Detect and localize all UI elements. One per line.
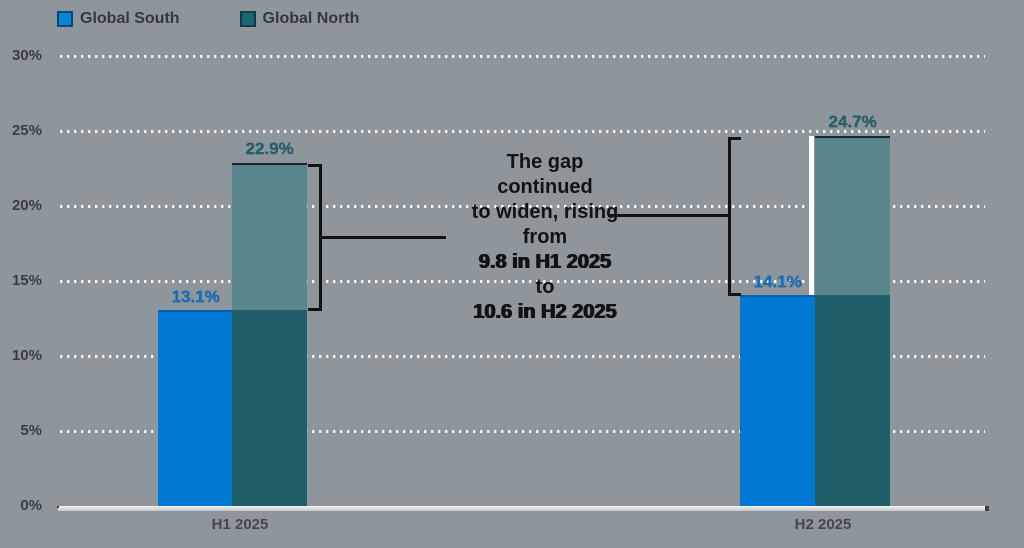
y-axis-label-0: 0% [20, 497, 42, 514]
x-axis-start-tick [57, 506, 59, 508]
bar-north-upper-segment [815, 135, 890, 295]
gap-bracket-h1-2025-top-arm [308, 163, 322, 167]
annotation-line: continued [497, 176, 593, 198]
y-axis-label-20: 20% [11, 197, 42, 214]
bar-global-north-h1-2025[interactable] [232, 162, 307, 506]
y-axis-label-5: 5% [20, 422, 42, 439]
y-axis-label-10: 10% [11, 347, 42, 364]
x-axis-line [58, 506, 987, 511]
bar-north-lower-segment [232, 309, 307, 506]
annotation-gap-h1-value: 9.8 in H1 2025 [478, 251, 612, 273]
x-axis-end-tick [985, 506, 989, 511]
value-label-global-north-h2-2025: 24.7% [828, 111, 877, 131]
bar-north-lower-segment [815, 294, 890, 506]
legend-swatch-global-north [239, 11, 256, 27]
legend-label-global-south: Global South [80, 10, 180, 27]
value-label-global-south-h1-2025: 13.1% [171, 286, 220, 306]
x-axis-label-h1-2025: H1 2025 [211, 516, 269, 533]
legend-item-global-north[interactable]: Global North [239, 9, 360, 29]
y-axis-label-15: 15% [11, 272, 42, 289]
bar-global-south-h1-2025[interactable] [158, 309, 233, 506]
gap-bracket-h2-2025-top-arm [728, 136, 741, 140]
gap-bracket-h2-2025-bottom-arm [728, 292, 741, 296]
gridline-30 [60, 55, 985, 58]
annotation-gap-h2-value: 10.6 in H2 2025 [473, 301, 617, 323]
bar-global-north-h2-2025[interactable] [815, 135, 890, 506]
gridline-25 [60, 130, 985, 133]
gap-bracket-h1-2025-vertical [319, 163, 322, 311]
annotation-line: to [535, 276, 555, 298]
bar-global-south-h2-2025[interactable] [740, 294, 815, 506]
y-axis-label-25: 25% [11, 122, 42, 139]
legend-label-global-north: Global North [262, 10, 360, 27]
selection-highlight-stripe [809, 135, 814, 295]
gridline-5 [60, 430, 985, 433]
legend: Global South Global North [57, 9, 359, 29]
value-label-global-south-h2-2025: 14.1% [753, 271, 802, 291]
annotation-line: The gap [506, 151, 584, 173]
bar-north-upper-segment [232, 162, 307, 310]
y-axis-label-30: 30% [11, 47, 42, 64]
annotation-line: from [522, 226, 568, 248]
legend-swatch-global-south [57, 11, 73, 27]
gap-connector-left [322, 236, 446, 239]
gap-annotation: The gap continued to widen, rising from … [394, 150, 696, 325]
gridline-15 [60, 280, 985, 283]
gap-bracket-h2-2025-vertical [728, 136, 731, 296]
value-label-global-north-h1-2025: 22.9% [245, 138, 294, 158]
gap-bracket-h1-2025-bottom-arm [308, 307, 322, 311]
annotation-line: to widen, rising [471, 201, 619, 223]
gridline-20 [60, 205, 985, 208]
x-axis-label-h2-2025: H2 2025 [794, 516, 852, 533]
gridline-10 [60, 355, 985, 358]
legend-item-global-south[interactable]: Global South [57, 9, 180, 29]
gap-connector-right [610, 214, 728, 217]
